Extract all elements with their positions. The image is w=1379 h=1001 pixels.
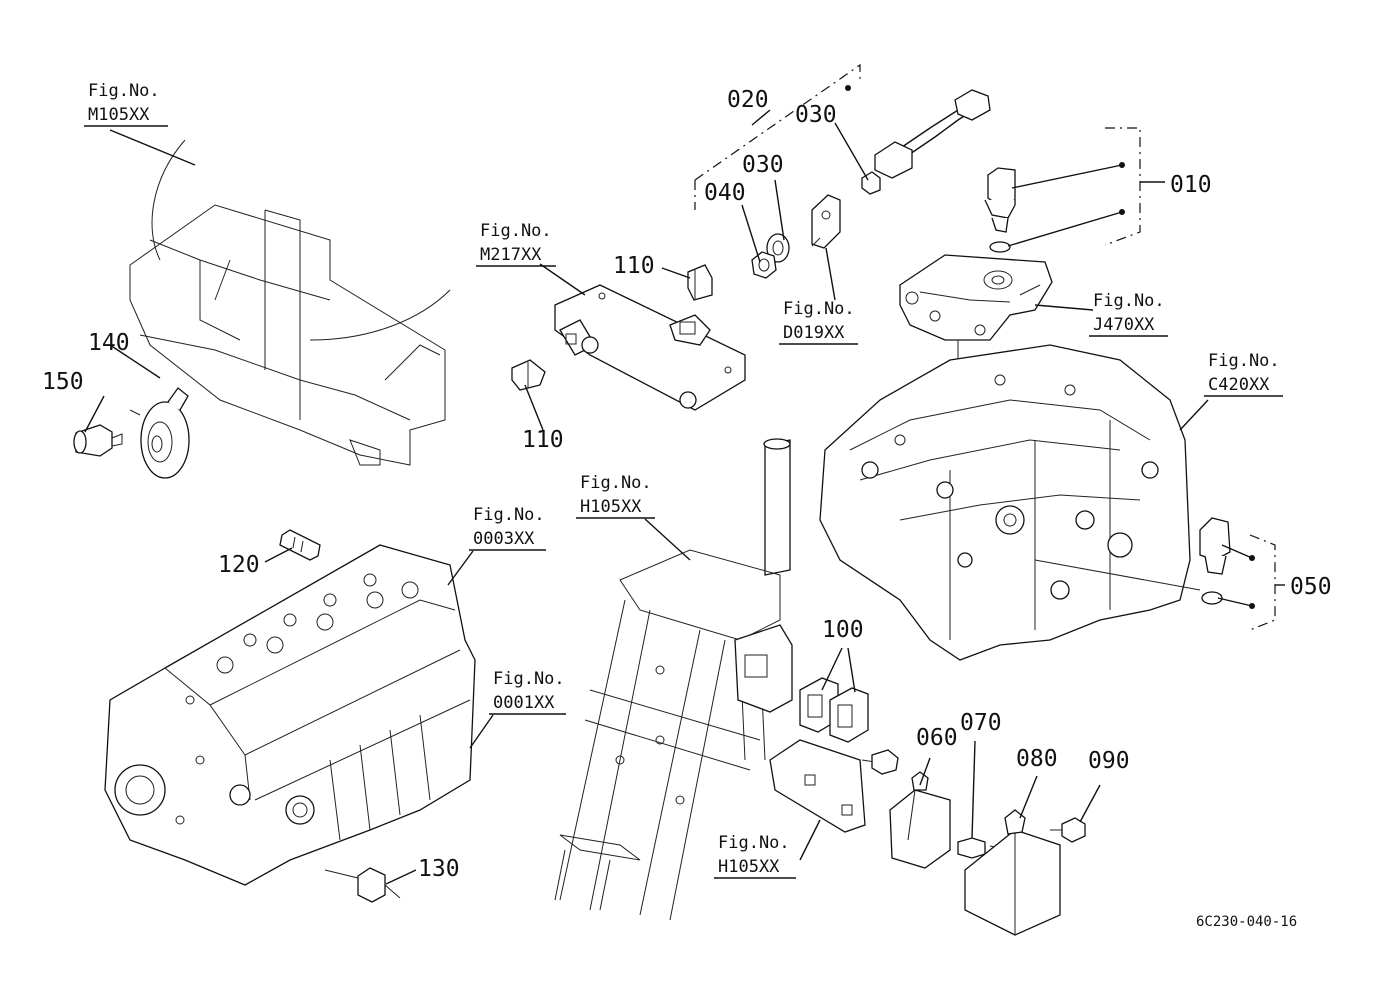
frame-assembly-drawing bbox=[129, 139, 451, 466]
fig-ref-h105-lower: Fig.No. H105XX bbox=[714, 833, 796, 879]
fig-number: M217XX bbox=[480, 245, 542, 265]
oil-pressure-sender-part bbox=[324, 867, 401, 903]
flasher-relay-part bbox=[889, 771, 951, 869]
fig-label: Fig.No. bbox=[473, 505, 545, 525]
sensor-bracket-part bbox=[811, 194, 841, 249]
diagram-code: 6C230-040-16 bbox=[1196, 914, 1297, 930]
fig-number: J470XX bbox=[1093, 315, 1155, 335]
steering-frame-drawing bbox=[554, 438, 793, 921]
fig-label: Fig.No. bbox=[718, 833, 790, 853]
fig-ref-0003: Fig.No. 0003XX bbox=[469, 505, 546, 551]
leader-lines bbox=[84, 63, 1285, 885]
horn-button-part bbox=[73, 424, 123, 457]
fig-ref-j470: Fig.No. J470XX bbox=[1089, 291, 1168, 337]
fig-number: H105XX bbox=[580, 497, 642, 517]
fig-label: Fig.No. bbox=[580, 473, 652, 493]
controller-unit-part bbox=[964, 809, 1061, 936]
fig-ref-m217: Fig.No. M217XX bbox=[476, 221, 556, 267]
pressure-switch-part-upper bbox=[984, 167, 1016, 253]
glow-plug-part bbox=[279, 529, 321, 561]
clip-part-lower bbox=[511, 359, 546, 391]
part-number-090: 090 bbox=[1088, 748, 1130, 774]
fig-ref-0001: Fig.No. 0001XX bbox=[489, 669, 566, 715]
fig-number: 0001XX bbox=[493, 693, 555, 713]
part-number-120: 120 bbox=[218, 552, 260, 578]
fig-ref-h105-upper: Fig.No. H105XX bbox=[576, 473, 655, 519]
part-number-050: 050 bbox=[1290, 574, 1332, 600]
fig-number: C420XX bbox=[1208, 375, 1270, 395]
nut-part bbox=[751, 251, 777, 279]
fig-number: M105XX bbox=[88, 105, 150, 125]
part-number-060: 060 bbox=[916, 725, 958, 751]
fig-label: Fig.No. bbox=[1208, 351, 1280, 371]
clip-part-upper bbox=[687, 264, 713, 301]
part-number-030-upper: 030 bbox=[795, 102, 837, 128]
bracket-plate-drawing bbox=[554, 284, 746, 411]
fig-number: H105XX bbox=[718, 857, 780, 877]
transmission-case-drawing bbox=[819, 344, 1201, 661]
part-number-100: 100 bbox=[822, 617, 864, 643]
horn-part bbox=[129, 387, 190, 479]
fig-label: Fig.No. bbox=[480, 221, 552, 241]
part-number-140: 140 bbox=[88, 330, 130, 356]
part-number-010: 010 bbox=[1170, 172, 1212, 198]
screw-part-b bbox=[1050, 817, 1086, 843]
part-number-070: 070 bbox=[960, 710, 1002, 736]
part-number-150: 150 bbox=[42, 369, 84, 395]
part-number-130: 130 bbox=[418, 856, 460, 882]
part-number-110-upper: 110 bbox=[613, 253, 655, 279]
fig-label: Fig.No. bbox=[1093, 291, 1165, 311]
fig-ref-d019: Fig.No. D019XX bbox=[779, 299, 858, 345]
relay-part-pair bbox=[799, 677, 869, 743]
part-number-080: 080 bbox=[1016, 746, 1058, 772]
engine-block-drawing bbox=[104, 544, 476, 886]
fig-ref-m105: Fig.No. M105XX bbox=[84, 81, 168, 127]
part-number-labels: 020 030 030 040 010 050 110 110 140 150 … bbox=[42, 87, 1332, 882]
fig-ref-c420: Fig.No. C420XX bbox=[1204, 351, 1283, 397]
fig-number: 0003XX bbox=[473, 529, 535, 549]
part-number-110-lower: 110 bbox=[522, 427, 564, 453]
part-number-020: 020 bbox=[727, 87, 769, 113]
fig-label: Fig.No. bbox=[493, 669, 565, 689]
fig-label: Fig.No. bbox=[88, 81, 160, 101]
sensor-with-harness-part bbox=[861, 89, 991, 195]
fig-number: D019XX bbox=[783, 323, 845, 343]
part-number-040: 040 bbox=[704, 180, 746, 206]
pressure-switch-part-lower bbox=[1199, 517, 1231, 605]
fig-label: Fig.No. bbox=[783, 299, 855, 319]
part-number-030-lower: 030 bbox=[742, 152, 784, 178]
relay-bracket-part bbox=[769, 739, 899, 833]
